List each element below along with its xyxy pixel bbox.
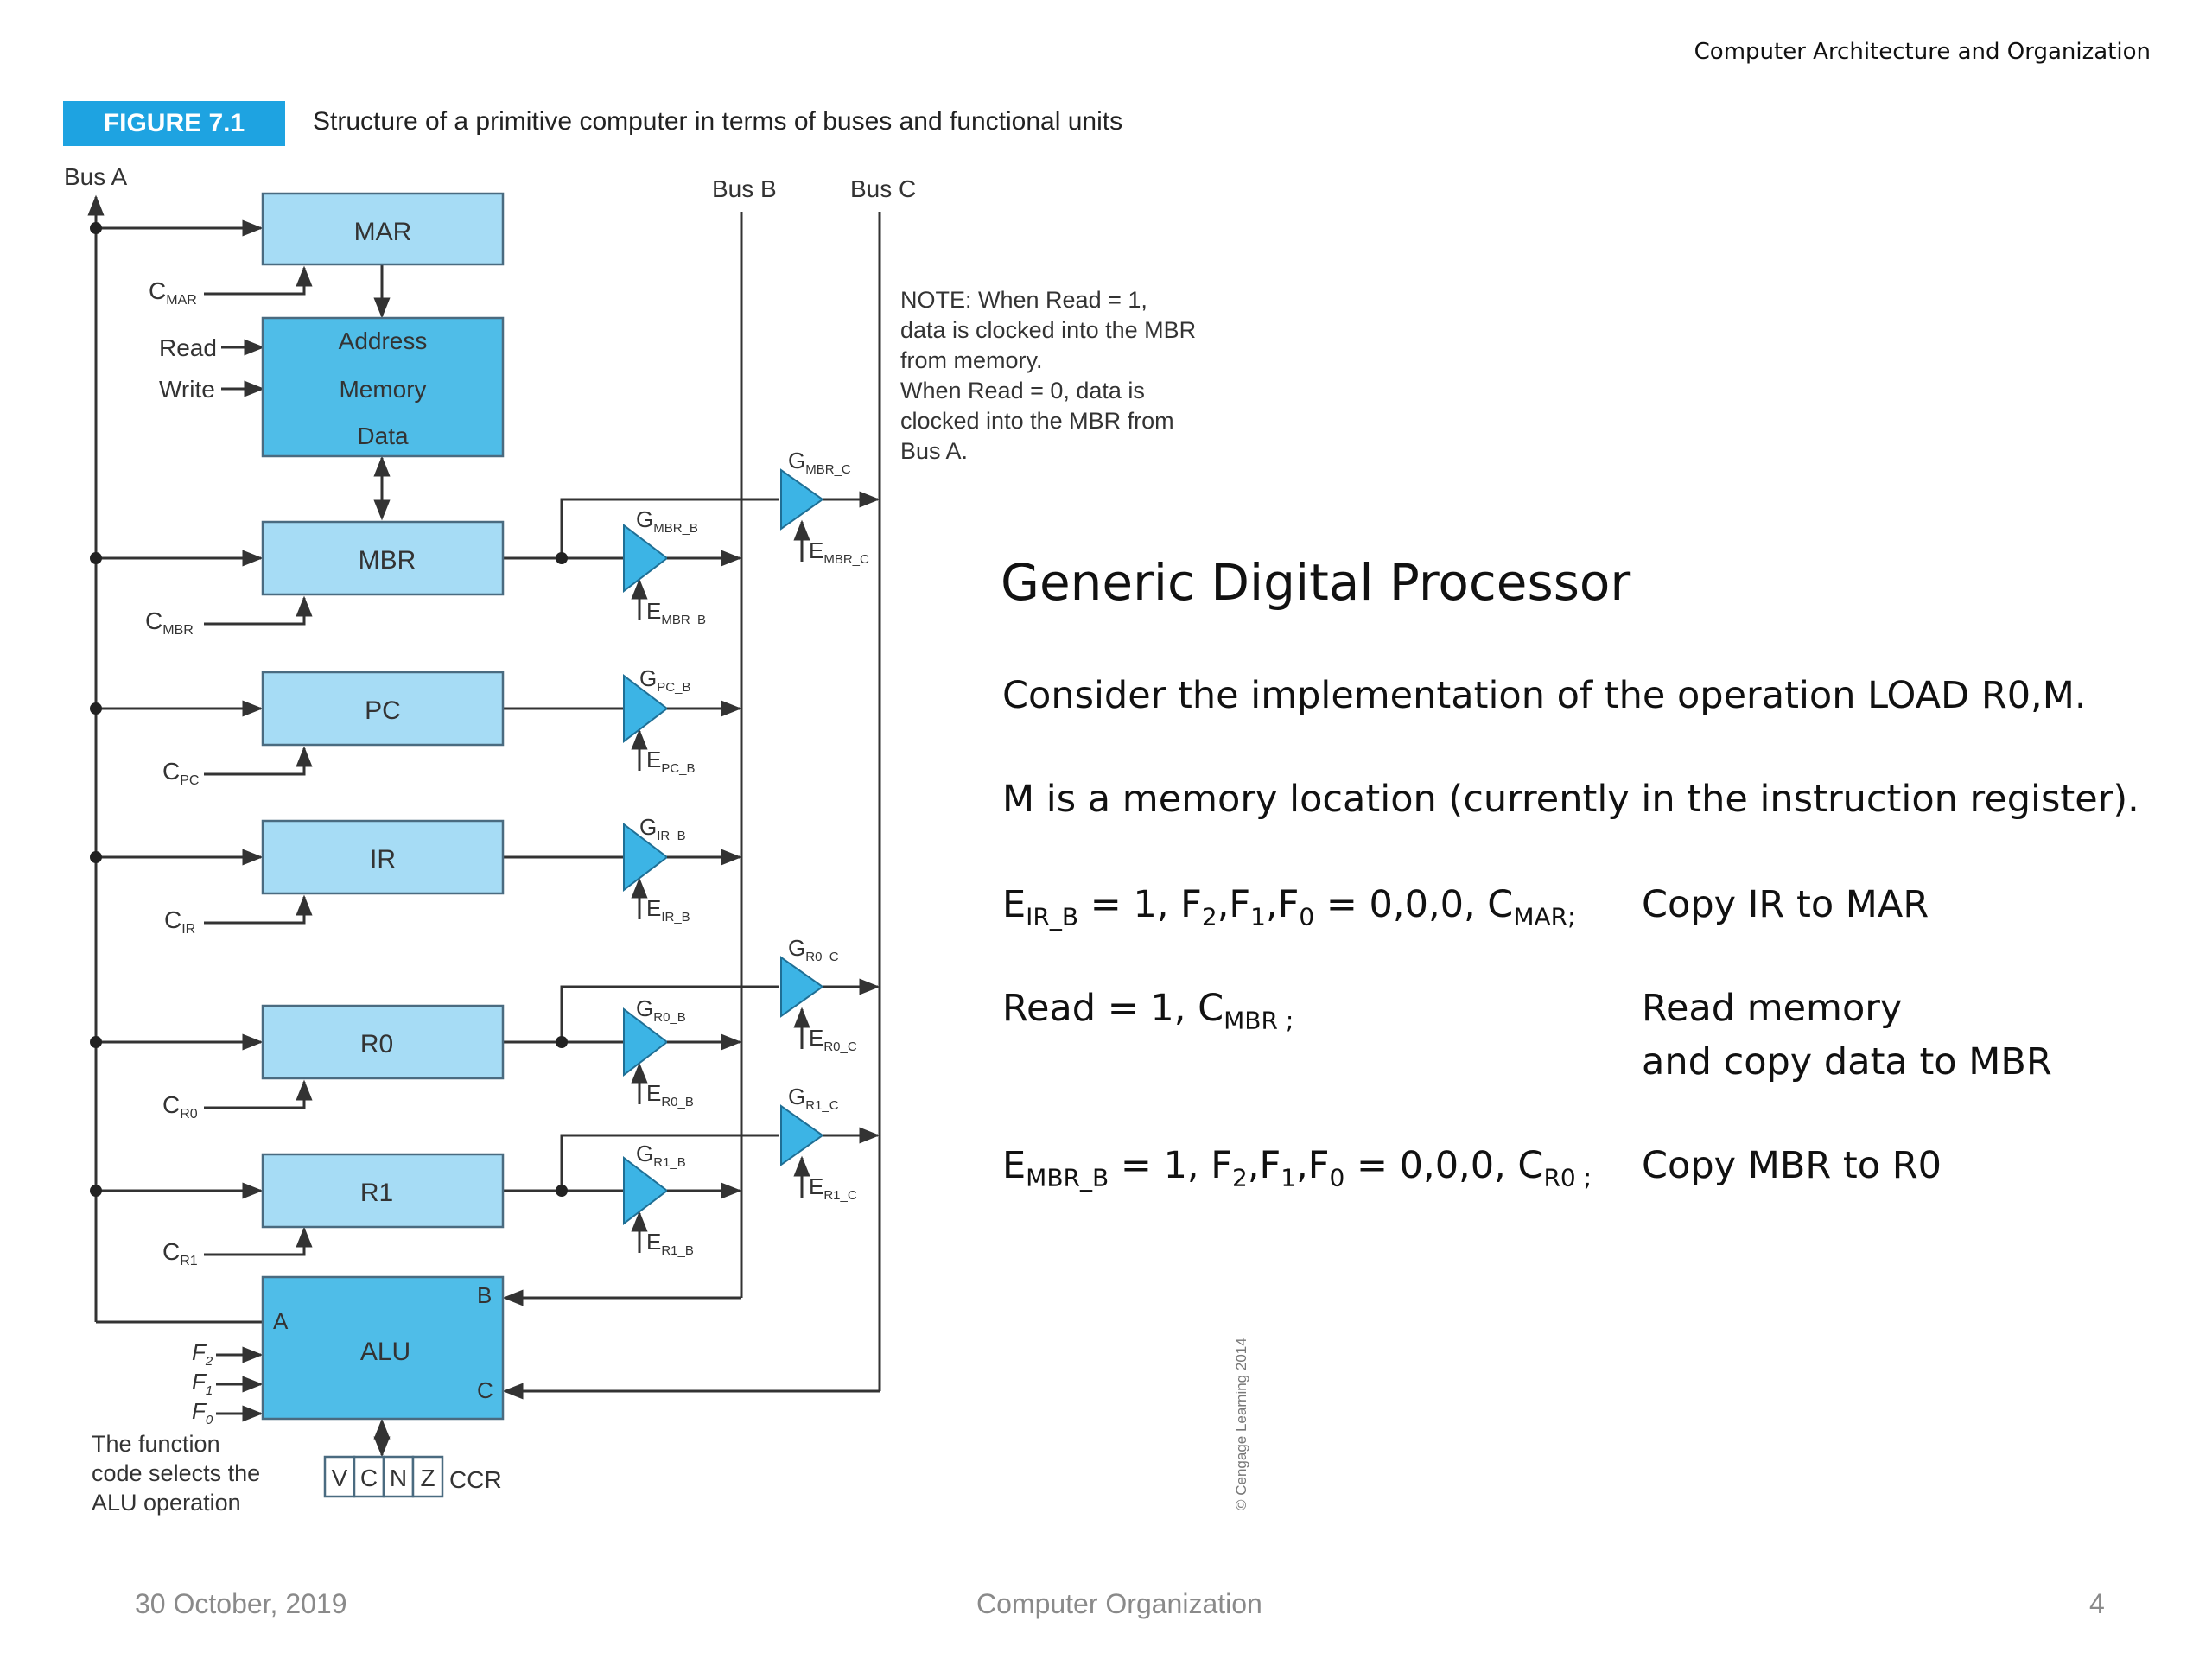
func-note-1: The function [92, 1431, 220, 1457]
memory-address-label: Address [339, 327, 428, 354]
m-description: M is a memory location (currently in the… [1002, 778, 2139, 821]
ccr-c-label: C [360, 1465, 378, 1491]
bus-c-label: Bus C [850, 175, 916, 202]
c-mar-label: CMAR [149, 277, 197, 308]
e-r0-c-label: ER0_C [809, 1025, 857, 1054]
gate-r1-c [780, 1104, 824, 1166]
slide-title: Generic Digital Processor [1001, 553, 1631, 612]
step2-description-1: Read memory [1642, 987, 1903, 1030]
f0-label: F0 [192, 1398, 213, 1427]
c-r0-label: CR0 [162, 1091, 198, 1122]
step2-formula: Read = 1, CMBR ; [1002, 987, 1294, 1035]
intro-text: Consider the implementation of the opera… [1002, 674, 2087, 717]
step2-description-2: and copy data to MBR [1642, 1040, 2052, 1084]
memory-data-label: Data [357, 423, 409, 449]
step1-formula: EIR_B = 1, F2,F1,F0 = 0,0,0, CMAR; [1002, 883, 1576, 931]
figure-tag: FIGURE 7.1 [63, 101, 285, 146]
c-pc-label: CPC [162, 758, 199, 788]
c-ir-label: CIR [164, 906, 195, 937]
gate-mbr-b [623, 523, 669, 594]
course-header: Computer Architecture and Organization [1694, 39, 2151, 65]
r1-label: R1 [360, 1179, 393, 1207]
g-r1-c-label: GR1_C [788, 1084, 839, 1113]
e-mbr-c-label: EMBR_C [809, 537, 869, 567]
g-mbr-c-label: GMBR_C [788, 448, 851, 477]
processor-diagram: Bus A Bus B Bus C MAR Address Memory Dat… [64, 163, 1249, 1516]
step3-description: Copy MBR to R0 [1642, 1144, 1942, 1187]
alu-c-port: C [477, 1377, 493, 1403]
ccr-label: CCR [449, 1466, 502, 1493]
gate-r0-b [623, 1007, 669, 1077]
ccr-v-label: V [332, 1465, 348, 1491]
note-line-1: NOTE: When Read = 1, [900, 287, 1147, 313]
note-line-4: When Read = 0, data is [900, 378, 1145, 404]
step3-formula: EMBR_B = 1, F2,F1,F0 = 0,0,0, CR0 ; [1002, 1144, 1592, 1192]
gate-r1-b [623, 1155, 669, 1226]
f1-label: F1 [192, 1369, 213, 1398]
ccr-z-label: Z [420, 1465, 435, 1491]
mar-register [261, 192, 505, 266]
gate-pc-b [623, 673, 669, 744]
page-number: 4 [2089, 1588, 2105, 1619]
func-note-2: code selects the [92, 1460, 260, 1486]
g-mbr-b-label: GMBR_B [636, 506, 698, 536]
e-mbr-b-label: EMBR_B [646, 598, 706, 627]
alu-b-port: B [477, 1282, 492, 1308]
alu-label: ALU [360, 1338, 410, 1366]
write-label: Write [159, 376, 215, 403]
g-r0-b-label: GR0_B [636, 995, 686, 1025]
r0-register [261, 1004, 505, 1080]
alu-unit [261, 1275, 505, 1421]
gate-mbr-c [780, 468, 824, 531]
note-line-5: clocked into the MBR from [900, 408, 1174, 434]
ccr-n-label: N [390, 1465, 407, 1491]
g-r1-b-label: GR1_B [636, 1141, 686, 1170]
r0-label: R0 [360, 1030, 393, 1058]
figure-caption: Structure of a primitive computer in ter… [313, 107, 1123, 136]
e-r1-b-label: ER1_B [646, 1229, 694, 1258]
gate-r0-c [780, 956, 824, 1018]
ccr-z-flag [411, 1455, 444, 1498]
e-r0-b-label: ER0_B [646, 1080, 694, 1109]
pc-label: PC [365, 696, 401, 725]
ir-register [261, 819, 505, 895]
ccr-c-flag [353, 1455, 385, 1498]
memory-memory-label: Memory [339, 376, 426, 403]
e-pc-b-label: EPC_B [646, 747, 696, 776]
footer-center: Computer Organization [976, 1588, 1262, 1619]
bus-b-label: Bus B [712, 175, 777, 202]
note-line-2: data is clocked into the MBR [900, 317, 1196, 343]
gate-ir-b [623, 822, 669, 893]
mar-label: MAR [354, 218, 412, 246]
ir-label: IR [370, 845, 396, 874]
mbr-register [261, 520, 505, 596]
g-pc-b-label: GPC_B [639, 665, 690, 695]
pc-register [261, 671, 505, 747]
e-r1-c-label: ER1_C [809, 1173, 857, 1203]
r1-register [261, 1153, 505, 1229]
read-label: Read [159, 334, 217, 361]
c-r1-label: CR1 [162, 1238, 198, 1268]
copyright-label: © Cengage Learning 2014 [1233, 1338, 1249, 1510]
bus-a-label: Bus A [64, 163, 127, 190]
note-line-6: Bus A. [900, 438, 968, 464]
f2-label: F2 [192, 1339, 213, 1369]
footer-date: 30 October, 2019 [135, 1588, 347, 1619]
g-ir-b-label: GIR_B [639, 814, 686, 843]
note-line-3: from memory. [900, 347, 1043, 373]
e-ir-b-label: EIR_B [646, 895, 690, 925]
memory-unit [261, 316, 505, 458]
g-r0-c-label: GR0_C [788, 935, 839, 964]
func-note-3: ALU operation [92, 1490, 241, 1516]
ccr-n-flag [382, 1455, 415, 1498]
c-mbr-label: CMBR [145, 607, 194, 638]
mbr-label: MBR [359, 546, 416, 575]
alu-a-port: A [273, 1308, 289, 1334]
step1-description: Copy IR to MAR [1642, 883, 1929, 926]
